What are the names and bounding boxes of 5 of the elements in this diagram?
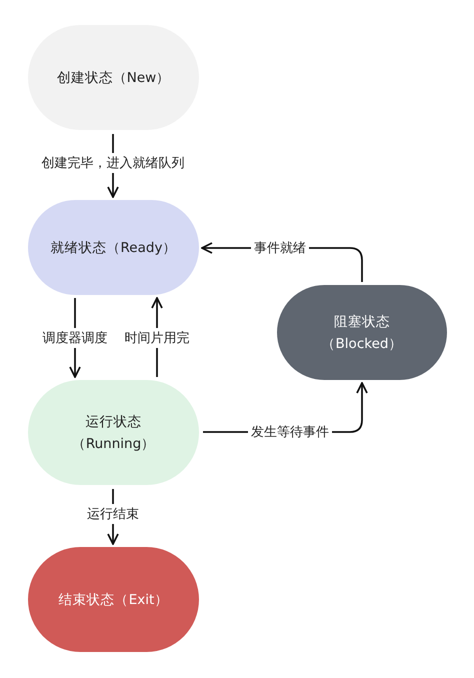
state-label: 结束状态（Exit） bbox=[58, 590, 168, 610]
state-label: 就绪状态（Ready） bbox=[50, 238, 176, 258]
state-label: 阻塞状态（Blocked） bbox=[320, 312, 404, 354]
state-label: 运行状态（Running） bbox=[70, 412, 156, 454]
state-label: 创建状态（New） bbox=[56, 68, 170, 88]
